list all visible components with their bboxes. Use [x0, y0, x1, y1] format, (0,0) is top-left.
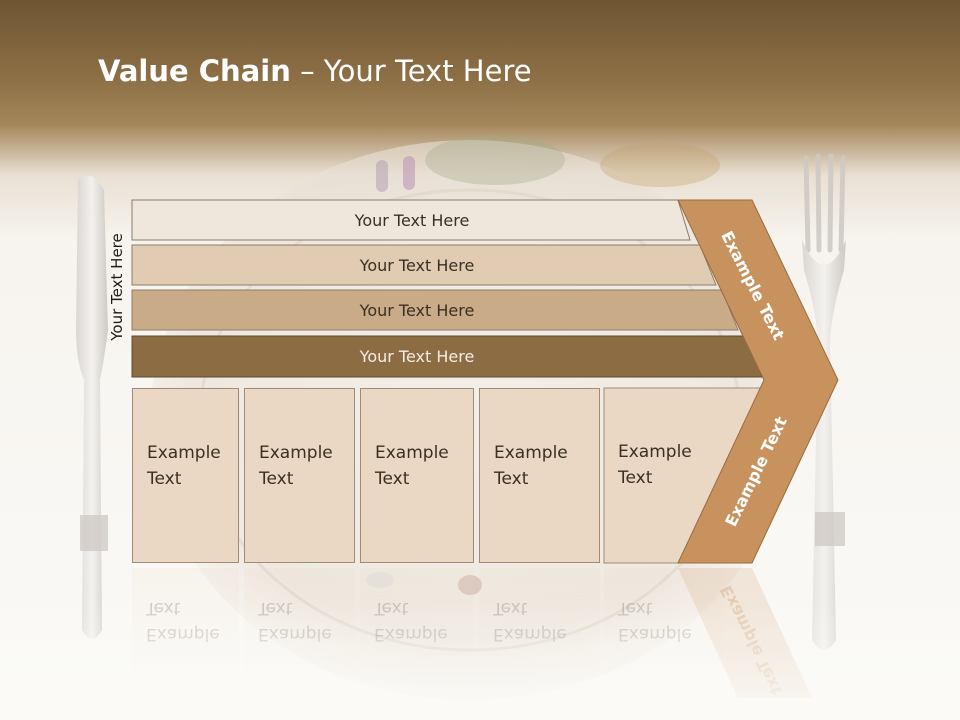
chevron-lower-text: Example Text	[721, 413, 791, 529]
slide-title: Value Chain – Your Text Here	[98, 54, 532, 88]
column-4: Example Text	[479, 388, 600, 563]
row-1-shape	[131, 199, 691, 241]
row-2-shape	[131, 244, 717, 286]
row-3-shape	[131, 289, 739, 331]
chevron-upper-text: Example Text	[717, 228, 788, 344]
row-4-label: Your Text Here	[359, 347, 475, 366]
title-rest: – Your Text Here	[290, 54, 532, 88]
row-1: Your Text Here	[132, 200, 692, 240]
column-1: Example Text	[132, 388, 239, 563]
chevron-shape	[677, 199, 839, 564]
column-3: Example Text	[360, 388, 474, 563]
row-2: Your Text Here	[132, 245, 702, 285]
reflection-fade	[0, 600, 960, 720]
row-3-label: Your Text Here	[359, 300, 475, 320]
row-4: Your Text Here	[132, 336, 702, 377]
row-1-label: Your Text Here	[354, 210, 470, 230]
column-2: Example Text	[244, 388, 355, 563]
title-bold: Value Chain	[98, 54, 291, 88]
row-3: Your Text Here	[132, 290, 702, 330]
column-5: Example Text	[618, 442, 692, 488]
row-4-shape	[131, 335, 763, 378]
row-2-label: Your Text Here	[359, 255, 475, 275]
